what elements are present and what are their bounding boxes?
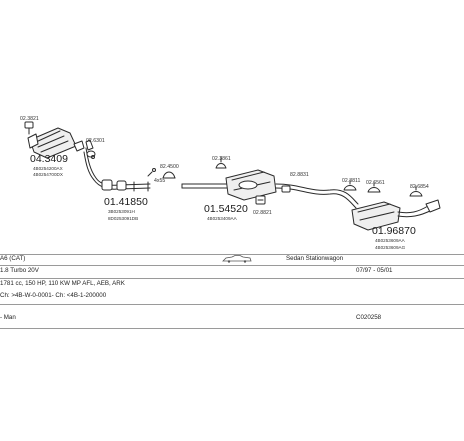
transmission-label: - Man xyxy=(0,314,16,321)
gasket-2 xyxy=(86,150,96,159)
hanger-1 xyxy=(162,171,176,179)
divider xyxy=(0,254,464,255)
accessory-label-1: 02.3821 xyxy=(20,116,39,122)
part-code-1: 04.3409 xyxy=(30,153,68,165)
engine-label: 1.8 Turbo 20V xyxy=(0,267,39,274)
part-ref-2a: 3B0253091H xyxy=(108,209,135,214)
catalog-code: C020258 xyxy=(356,314,382,321)
model-label: A6 (CAT) xyxy=(0,255,26,262)
middle-pipe xyxy=(181,183,229,189)
rear-silencer xyxy=(351,199,441,231)
hanger-5 xyxy=(409,185,423,197)
part-ref-3a: 4B0253409AA xyxy=(207,216,238,221)
part-code-4: 01.96870 xyxy=(372,225,416,237)
front-pipe xyxy=(83,139,151,192)
clamp-1 xyxy=(24,121,34,135)
part-code-3: 01.54520 xyxy=(204,203,248,215)
divider xyxy=(0,265,464,266)
date-range-label: 07/97 - 05/01 xyxy=(356,267,393,274)
engine-spec-label: 1781 cc, 150 HP, 110 KW MP AFL, AEB, ARK xyxy=(0,280,125,287)
divider xyxy=(0,304,464,305)
accessory-label-9: 82.8831 xyxy=(290,172,309,178)
accessory-label-5: 02.8821 xyxy=(253,210,272,216)
accessory-label-10: 4x55 xyxy=(154,178,165,184)
exhaust-system-diagram: 04.3409 4B0254200AX 4B0254700DX 01.41850… xyxy=(20,116,441,250)
centre-silencer xyxy=(225,169,359,209)
chassis-range-label: Ch: >4B-W-0-0001- Ch: <4B-1-200000 xyxy=(0,292,107,299)
accessory-label-6: 02.3811 xyxy=(342,178,360,184)
hanger-2 xyxy=(215,156,227,169)
accessory-label-7: 02.6561 xyxy=(366,180,385,186)
accessory-label-2: 02.6301 xyxy=(86,138,105,144)
accessory-label-3: 82.4500 xyxy=(160,164,179,170)
catalytic-converter xyxy=(27,127,85,159)
accessory-label-4: 02.3861 xyxy=(212,156,231,162)
hanger-3 xyxy=(343,179,357,191)
body-type-label: Sedan Stationwagon xyxy=(286,255,344,262)
car-icon xyxy=(222,255,252,265)
clamp-3 xyxy=(255,195,266,205)
part-ref-4b: 4B0253609AG xyxy=(375,245,406,250)
bolt-icon xyxy=(147,168,156,177)
part-ref-1b: 4B0254700DX xyxy=(33,172,63,177)
divider xyxy=(0,328,464,329)
part-ref-4a: 4B0253609AA xyxy=(375,238,406,243)
part-ref-1a: 4B0254200AX xyxy=(33,166,63,171)
part-ref-2b: 8D0253091DB xyxy=(108,216,138,221)
accessory-label-8: 82.6854 xyxy=(410,184,429,190)
part-code-2: 01.41850 xyxy=(104,196,148,208)
divider xyxy=(0,278,464,279)
hanger-4 xyxy=(367,181,381,193)
